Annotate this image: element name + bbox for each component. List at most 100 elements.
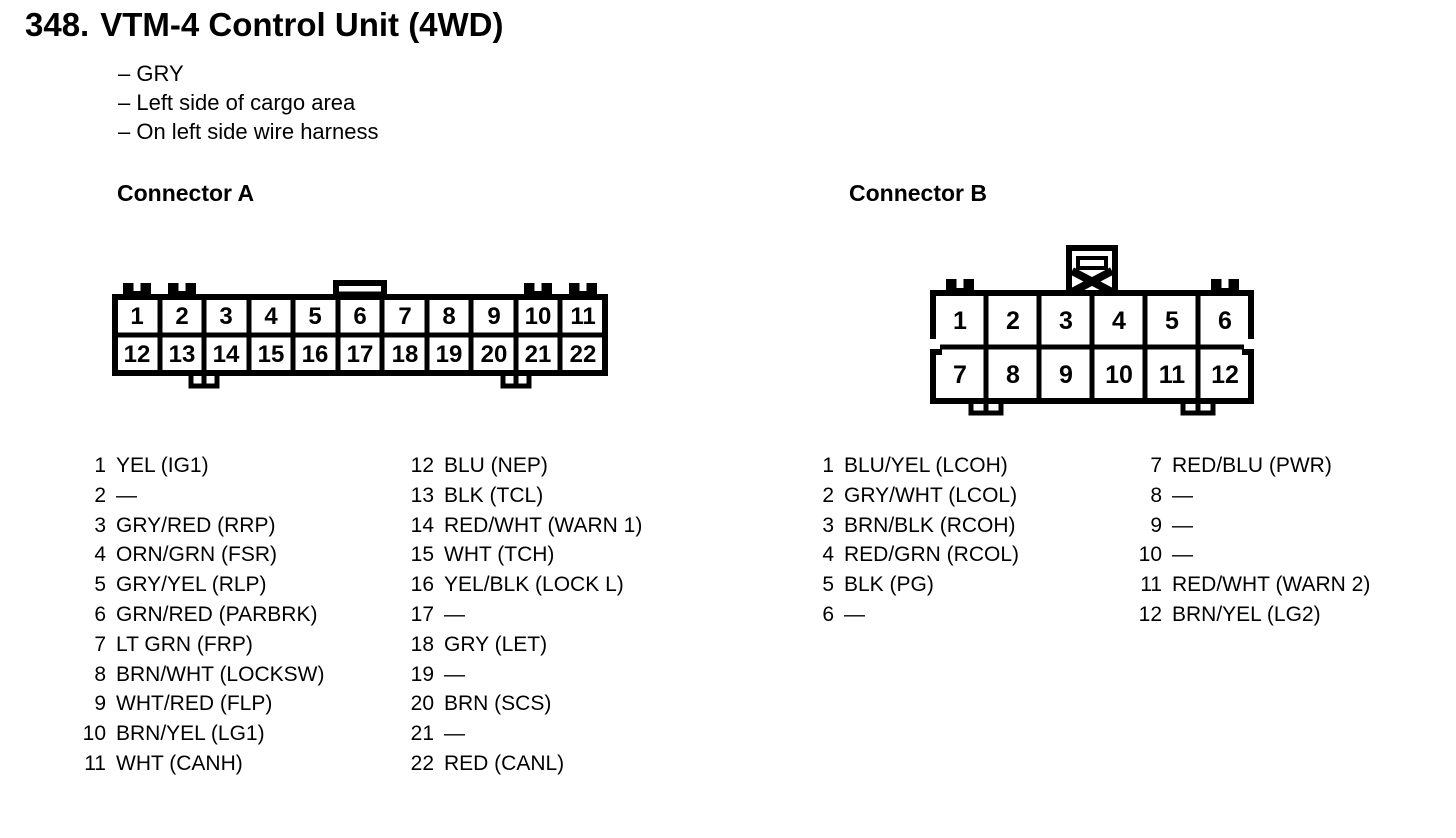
pin-wire-label: BLK (PG) [844, 573, 934, 597]
pin-row: 2 GRY/WHT (LCOL) [806, 481, 1019, 511]
pin-cell-number: 4 [1112, 307, 1126, 335]
pin-wire-label: LT GRN (FRP) [116, 632, 253, 656]
pin-wire-label: YEL/BLK (LOCK L) [444, 573, 624, 597]
pin-wire-label: — [444, 662, 465, 686]
pin-number: 12 [1138, 602, 1162, 626]
pin-number: 20 [410, 692, 434, 716]
pin-number: 10 [1138, 543, 1162, 567]
connector-a-grid [115, 297, 605, 384]
pin-wire-label: — [116, 483, 137, 507]
pin-wire-label: — [444, 602, 465, 626]
pin-row: 12 BLU (NEP) [398, 451, 642, 481]
pin-wire-label: GRY/YEL (RLP) [116, 573, 267, 597]
pin-row: 21 — [398, 719, 642, 749]
pin-wire-label: — [1172, 543, 1193, 567]
pin-number: 15 [410, 543, 434, 567]
pin-row: 22 RED (CANL) [398, 749, 642, 779]
connector-a-drawing: 1 2 3 4 5 6 7 8 9 10 11 12 13 14 15 16 1… [112, 280, 608, 389]
pin-wire-label: WHT/RED (FLP) [116, 692, 273, 716]
note-line: – On left side wire harness [118, 118, 379, 144]
pin-number: 4 [94, 543, 106, 567]
pin-row: 4 RED/GRN (RCOL) [806, 540, 1019, 570]
pin-cell-number: 6 [353, 303, 366, 330]
connector-b-side-notches [930, 339, 1254, 355]
pin-number: 8 [1150, 483, 1162, 507]
pin-number: 8 [94, 662, 106, 686]
pin-cell-number: 1 [130, 303, 143, 330]
pin-wire-label: RED/WHT (WARN 1) [444, 513, 643, 537]
pin-cell-number: 10 [525, 303, 552, 330]
connector-b-grid [933, 293, 1251, 411]
pin-wire-label: GRN/RED (PARBRK) [116, 602, 318, 626]
pin-cell-number: 21 [525, 341, 552, 368]
pin-cell-number: 6 [1218, 307, 1232, 335]
pin-cell-number: 4 [264, 303, 278, 330]
pin-wire-label: BRN/YEL (LG1) [116, 722, 265, 746]
page-title: 348. VTM-4 Control Unit (4WD) [25, 6, 504, 44]
pin-wire-label: RED/BLU (PWR) [1172, 454, 1332, 477]
pin-cell-number: 11 [1159, 361, 1186, 389]
note-line: – GRY [118, 61, 184, 86]
pin-cell-number: 18 [392, 341, 419, 368]
pin-cell-number: 16 [302, 341, 329, 368]
pin-wire-label: BLK (TCL) [444, 483, 544, 507]
pin-number: 2 [94, 483, 106, 507]
pin-cell-number: 2 [1006, 307, 1020, 335]
pin-cell-number: 5 [308, 303, 321, 330]
pin-cell-number: 8 [1006, 361, 1020, 389]
pin-number: 10 [82, 722, 106, 746]
connector-b-heading: Connector B [849, 180, 987, 206]
pin-wire-label: RED (CANL) [444, 751, 565, 775]
connector-b-drawing: 1 2 3 4 5 6 7 8 9 10 11 12 [930, 245, 1254, 416]
pin-number: 7 [1150, 454, 1162, 477]
pin-wire-label: BRN (SCS) [444, 692, 552, 716]
pin-cell-number: 8 [442, 303, 455, 330]
pin-cell-number: 14 [213, 341, 240, 368]
pin-wire-label: — [444, 722, 465, 746]
pin-number: 22 [410, 751, 434, 775]
location-notes: – GRY – Left side of cargo area – On lef… [118, 60, 378, 146]
pin-wire-label: RED/GRN (RCOL) [844, 543, 1020, 567]
pin-row: 13 BLK (TCL) [398, 481, 642, 511]
pin-number: 14 [410, 513, 434, 537]
pin-wire-label: — [844, 602, 865, 626]
pin-wire-label: GRY/WHT (LCOL) [844, 483, 1018, 507]
pin-number: 19 [410, 662, 434, 686]
pin-cell-number: 5 [1165, 307, 1179, 335]
section-title: VTM-4 Control Unit (4WD) [100, 6, 504, 43]
pin-row: 7 RED/BLU (PWR) [1126, 451, 1370, 481]
pin-cell-number: 9 [1059, 361, 1073, 389]
pin-number: 21 [410, 722, 434, 746]
pin-wire-label: BLU (NEP) [444, 454, 548, 477]
pin-number: 4 [822, 543, 834, 567]
pin-number: 6 [822, 602, 834, 626]
pin-cell-number: 10 [1105, 361, 1133, 389]
pin-cell-number: 13 [169, 341, 196, 368]
pin-wire-label: ORN/GRN (FSR) [116, 543, 277, 567]
pin-cell-number: 22 [570, 341, 597, 368]
pin-row: 4 ORN/GRN (FSR) [78, 540, 324, 570]
pin-wire-label: GRY (LET) [444, 632, 548, 656]
pin-number: 12 [410, 454, 434, 477]
pin-number: 13 [410, 483, 434, 507]
pin-number: 11 [84, 751, 106, 775]
pin-row: 14 RED/WHT (WARN 1) [398, 511, 643, 541]
pin-cell-number: 19 [436, 341, 463, 368]
pin-cell-number: 3 [1059, 307, 1073, 335]
index-notch-icon [1244, 339, 1254, 351]
pin-number: 2 [822, 483, 834, 507]
pin-number: 3 [822, 513, 834, 537]
pin-number: 1 [822, 454, 834, 477]
